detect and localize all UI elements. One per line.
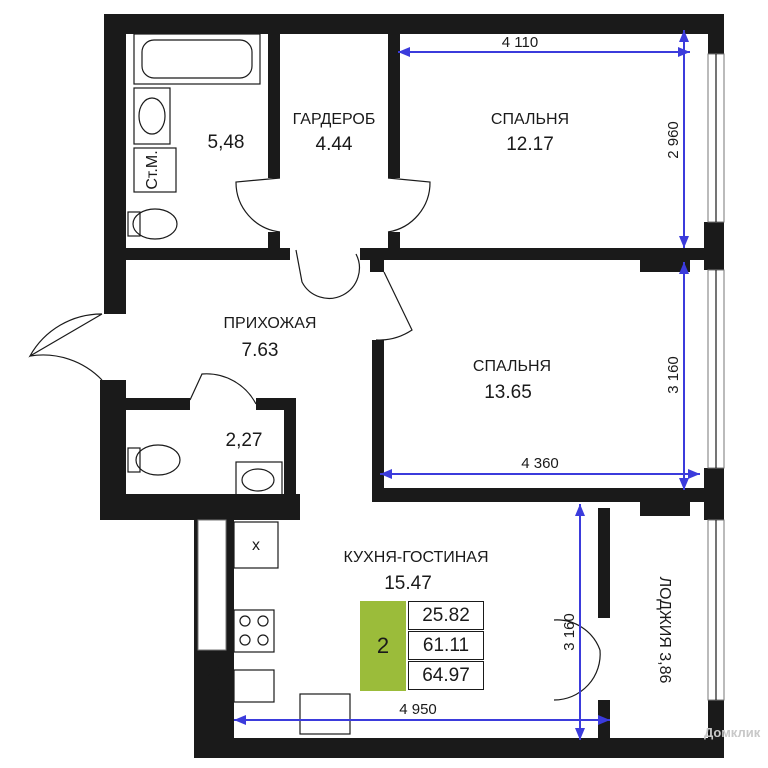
walls xyxy=(100,14,724,758)
bedroom2-name: СПАЛЬНЯ xyxy=(473,358,551,375)
washer-label: Ст.М. xyxy=(144,150,161,189)
bathroom-area: 5,48 xyxy=(208,132,245,153)
apartment-summary: 2 25.82 61.11 64.97 xyxy=(360,601,484,691)
total-area-value: 61.11 xyxy=(408,631,484,660)
kitchen-sink xyxy=(233,669,275,703)
stove xyxy=(233,609,275,653)
toilet-area: 2,27 xyxy=(226,430,263,451)
wardrobe-area: 4.44 xyxy=(316,134,353,155)
bedroom2-area: 13.65 xyxy=(484,382,532,403)
rooms-count-badge: 2 xyxy=(360,601,406,691)
dim-bedroom1-depth: 2 960 xyxy=(665,121,682,159)
dim-bedroom1-width: 4 110 xyxy=(502,34,538,51)
fridge xyxy=(233,521,279,569)
windows xyxy=(197,53,725,701)
toilet-bowl-2 xyxy=(135,444,181,476)
dim-bedroom2-width: 4 360 xyxy=(521,455,559,472)
total-with-loggia-value: 64.97 xyxy=(408,661,484,690)
dim-kitchen-depth: 3 160 xyxy=(561,613,578,651)
hallway-area: 7.63 xyxy=(242,340,279,361)
bedroom1-name: СПАЛЬНЯ xyxy=(491,111,569,128)
dimensions xyxy=(234,30,700,740)
living-area-value: 25.82 xyxy=(408,601,484,630)
washing-machine xyxy=(133,147,177,193)
hallway-name: ПРИХОЖАЯ xyxy=(224,315,317,332)
doors xyxy=(28,177,601,701)
dim-bedroom2-depth: 3 160 xyxy=(665,356,682,394)
toilet-bowl xyxy=(132,208,178,240)
dim-kitchen-width: 4 950 xyxy=(399,701,437,718)
kitchen-name: КУХНЯ-ГОСТИНАЯ xyxy=(343,549,488,566)
fixtures: Ст.М. x xyxy=(127,33,351,735)
sink xyxy=(133,87,171,145)
loggia-name: ЛОДЖИЯ 3,86 xyxy=(656,577,673,684)
bedroom1-area: 12.17 xyxy=(506,134,554,155)
svg-text:x: x xyxy=(252,537,260,554)
tv-stand xyxy=(299,693,351,735)
wardrobe-name: ГАРДЕРОБ xyxy=(293,111,376,128)
bathtub xyxy=(133,33,261,85)
domclick-watermark: Домклик xyxy=(704,725,761,740)
toilet-sink xyxy=(235,461,283,497)
kitchen-area: 15.47 xyxy=(384,573,432,594)
